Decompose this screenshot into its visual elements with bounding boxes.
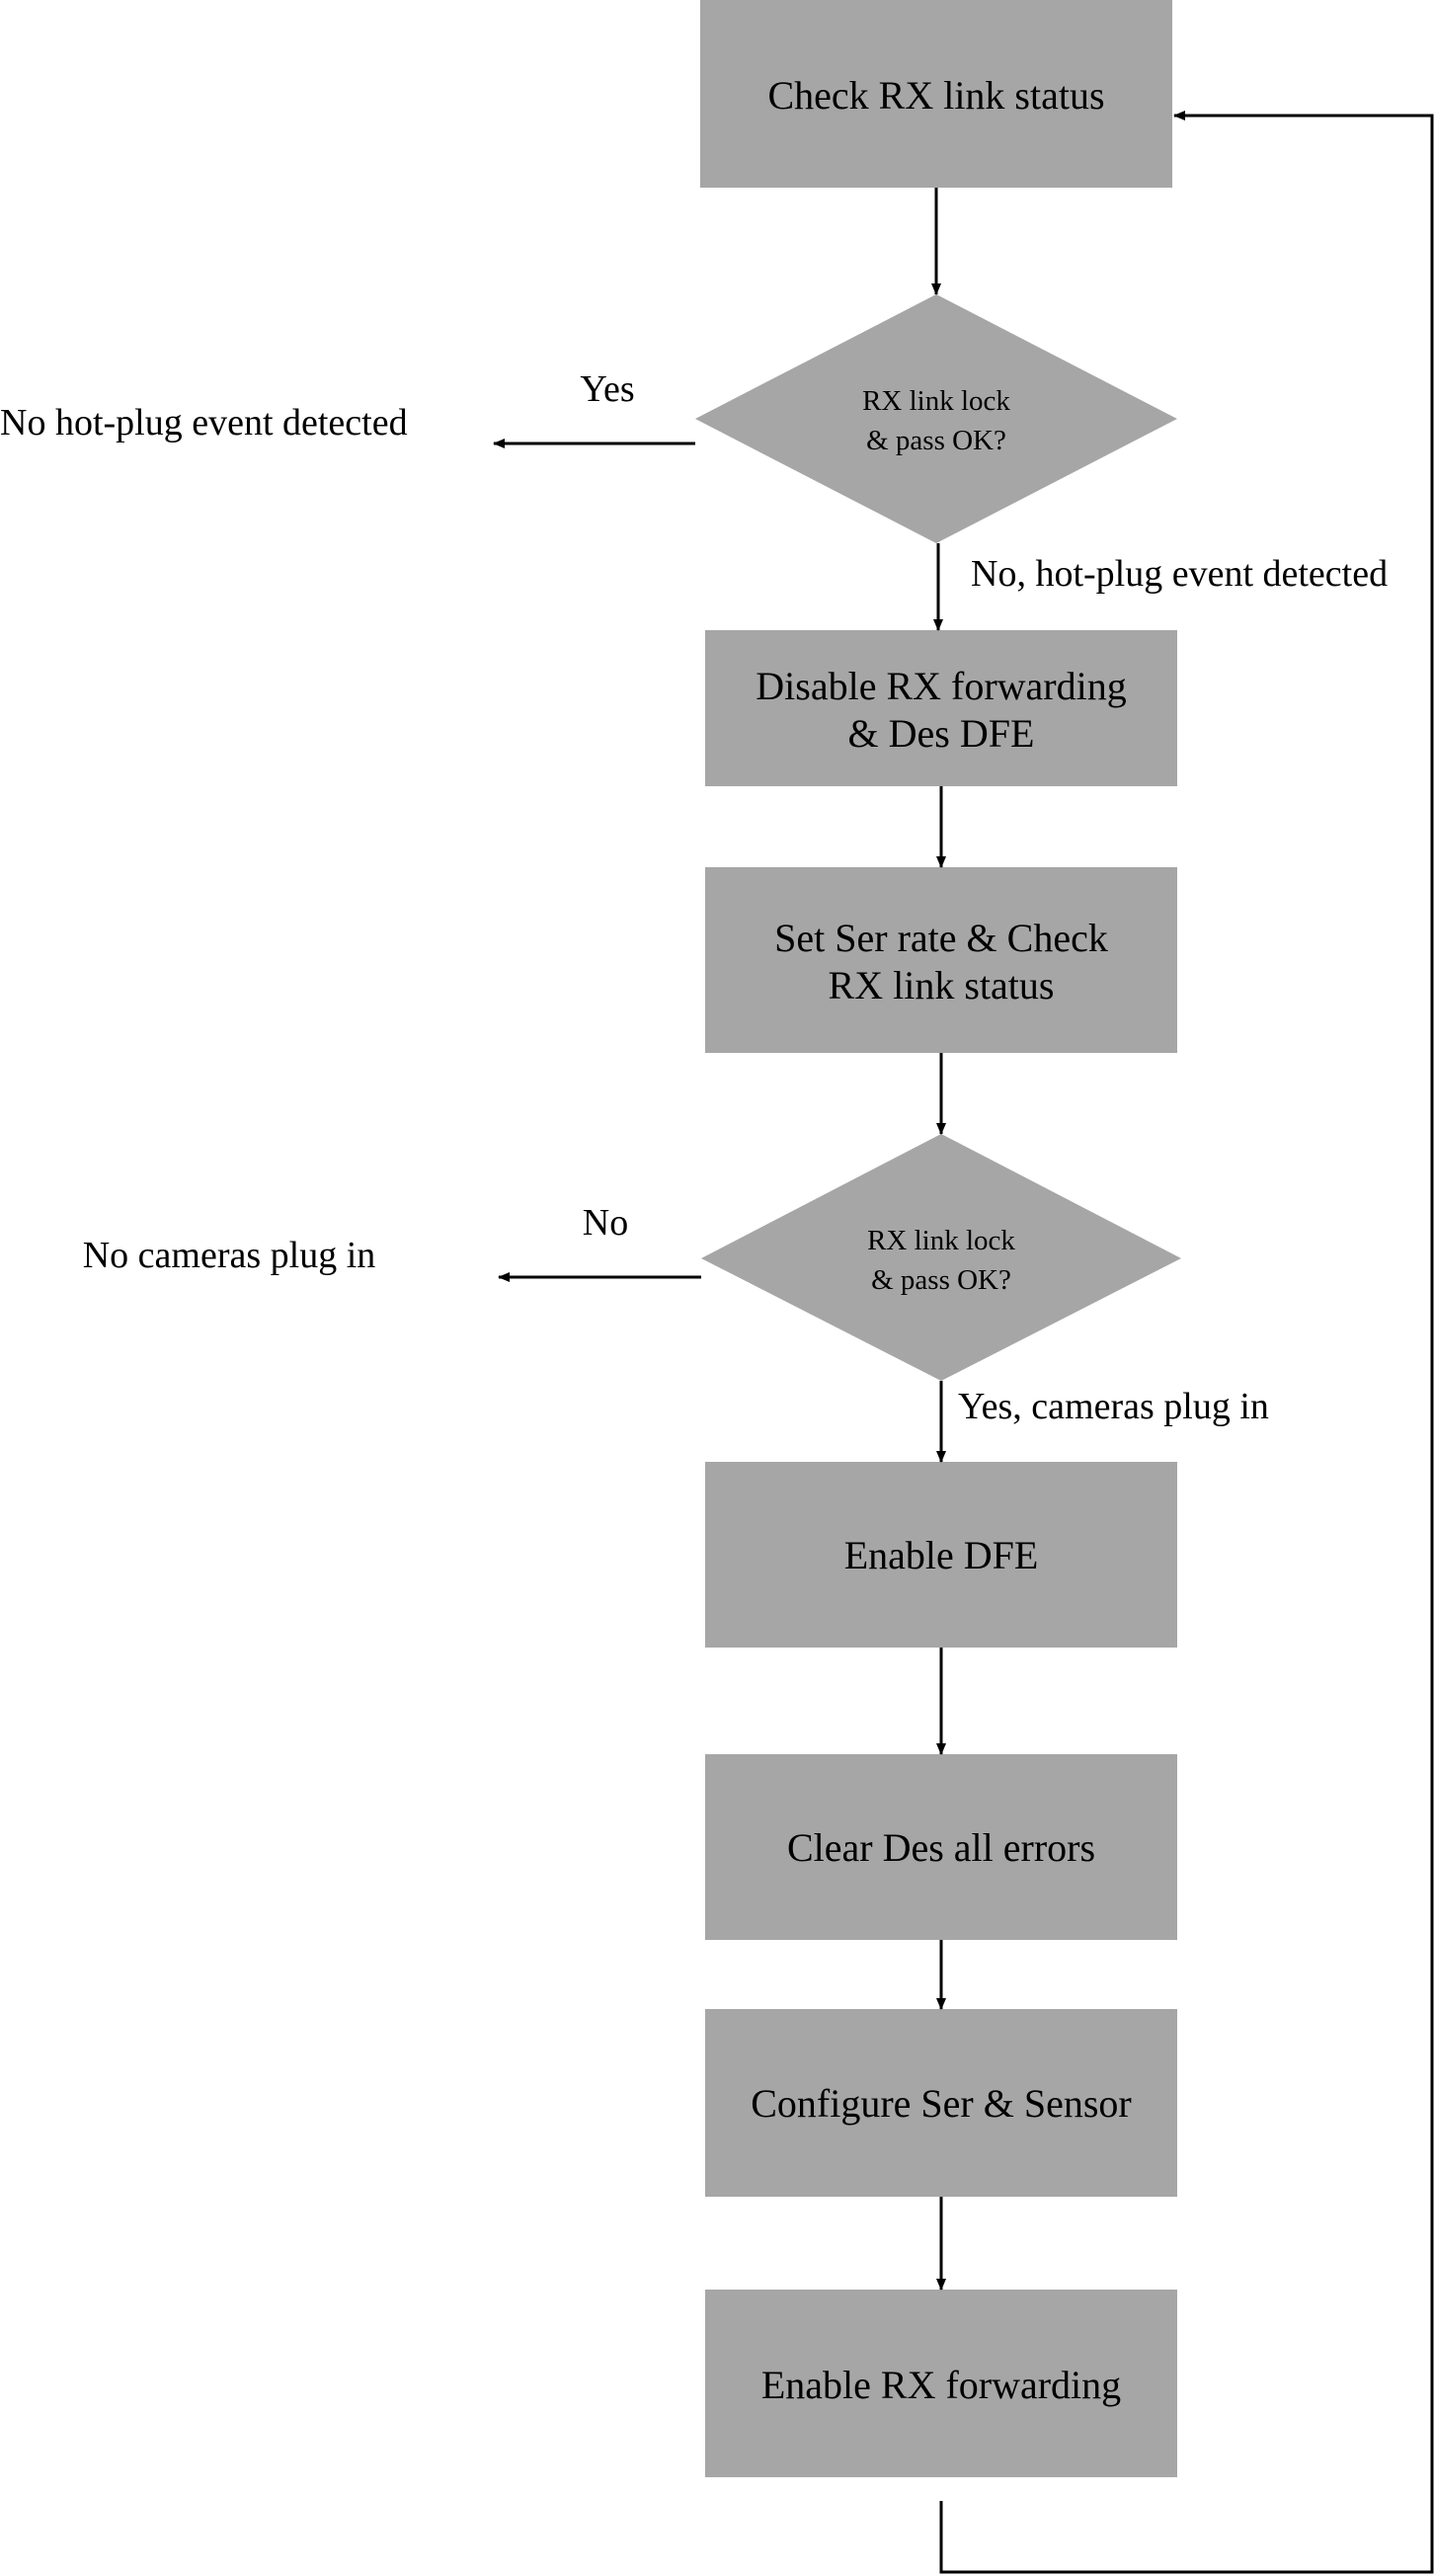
decision1-label-line1: RX link lock [862,385,1010,417]
arrow-loop-back [939,111,1434,2574]
decision1-label-line2: & pass OK? [866,425,1006,456]
configure-ser-sensor-box [705,2009,1177,2197]
configure-ser-sensor-label: Configure Ser & Sensor [751,2081,1132,2126]
check-rx-link-status-label: Check RX link status [767,73,1104,118]
disable-rx-forwarding-box [705,630,1177,786]
disable-rx-forwarding-label-line2: & Des DFE [848,711,1035,756]
set-ser-rate-box [705,867,1177,1053]
decision1-no-label: No, hot-plug event detected [971,553,1388,595]
decision1-diamond [695,294,1177,543]
decision2-yes-label: Yes, cameras plug in [958,1386,1269,1427]
check-rx-link-status-box [700,0,1172,188]
enable-rx-forwarding-label: Enable RX forwarding [761,2363,1121,2407]
enable-rx-forwarding-box [705,2290,1177,2477]
decision1-yes-target-label: No hot-plug event detected [0,402,408,443]
clear-des-errors-label: Clear Des all errors [787,1825,1095,1870]
disable-rx-forwarding-label-line1: Disable RX forwarding [756,664,1126,708]
decision2-diamond [701,1134,1181,1381]
decision1-yes-label: Yes [580,368,634,410]
enable-dfe-box [705,1462,1177,1648]
decision2-label-line1: RX link lock [867,1225,1015,1256]
clear-des-errors-box [705,1754,1177,1940]
set-ser-rate-label-line2: RX link status [829,963,1055,1007]
decision2-no-target-label: No cameras plug in [83,1235,376,1276]
set-ser-rate-label-line1: Set Ser rate & Check [774,916,1108,960]
decision2-no-label: No [583,1202,628,1244]
enable-dfe-label: Enable DFE [844,1533,1039,1577]
decision2-label-line2: & pass OK? [871,1264,1011,1296]
